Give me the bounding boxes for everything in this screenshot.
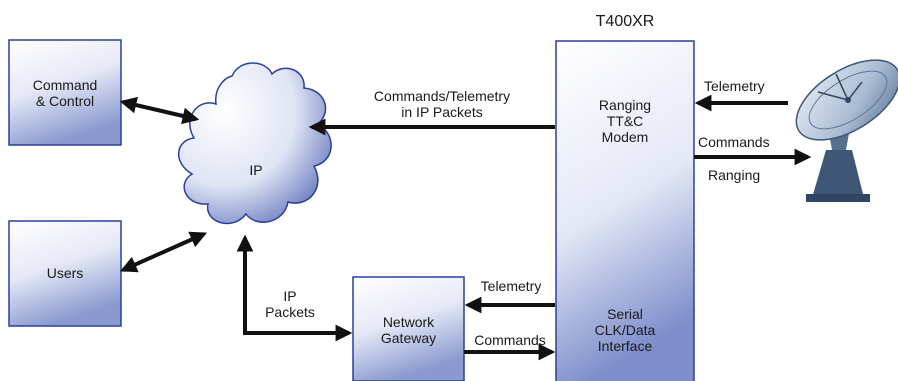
antenna-telemetry-label: Telemetry (704, 78, 765, 94)
network-gateway-label: Network Gateway (380, 314, 437, 346)
modem-section-label: Ranging TT&C Modem (598, 97, 652, 145)
network-gateway-box (352, 276, 465, 381)
antenna-ranging-label: Ranging (708, 167, 761, 183)
arrow-ip-gateway (236, 234, 353, 342)
command-control-label: Command & Control (32, 77, 98, 109)
command-control-box (8, 39, 122, 146)
t400xr-title: T400XR (595, 13, 655, 30)
cmd-telemetry-ip-label: Commands/Telemetry in IP Packets (373, 88, 511, 120)
ip-packets-label: IP Packets (265, 288, 315, 320)
serial-section-label: Serial CLK/Data Interface (594, 306, 656, 354)
arrow-users-ip (119, 231, 208, 273)
antenna-commands-label: Commands (698, 134, 770, 150)
ip-cloud-shape (178, 62, 332, 225)
gateway-telemetry-label: Telemetry (480, 278, 542, 294)
t400xr-box (555, 40, 695, 381)
ip-cloud-label: IP (249, 162, 263, 178)
arrow-cmdctrl-ip (119, 96, 200, 125)
users-box (8, 220, 122, 327)
gateway-commands-label: Commands (474, 332, 546, 348)
users-label: Users (46, 265, 84, 281)
satellite-dish-icon (795, 59, 898, 202)
